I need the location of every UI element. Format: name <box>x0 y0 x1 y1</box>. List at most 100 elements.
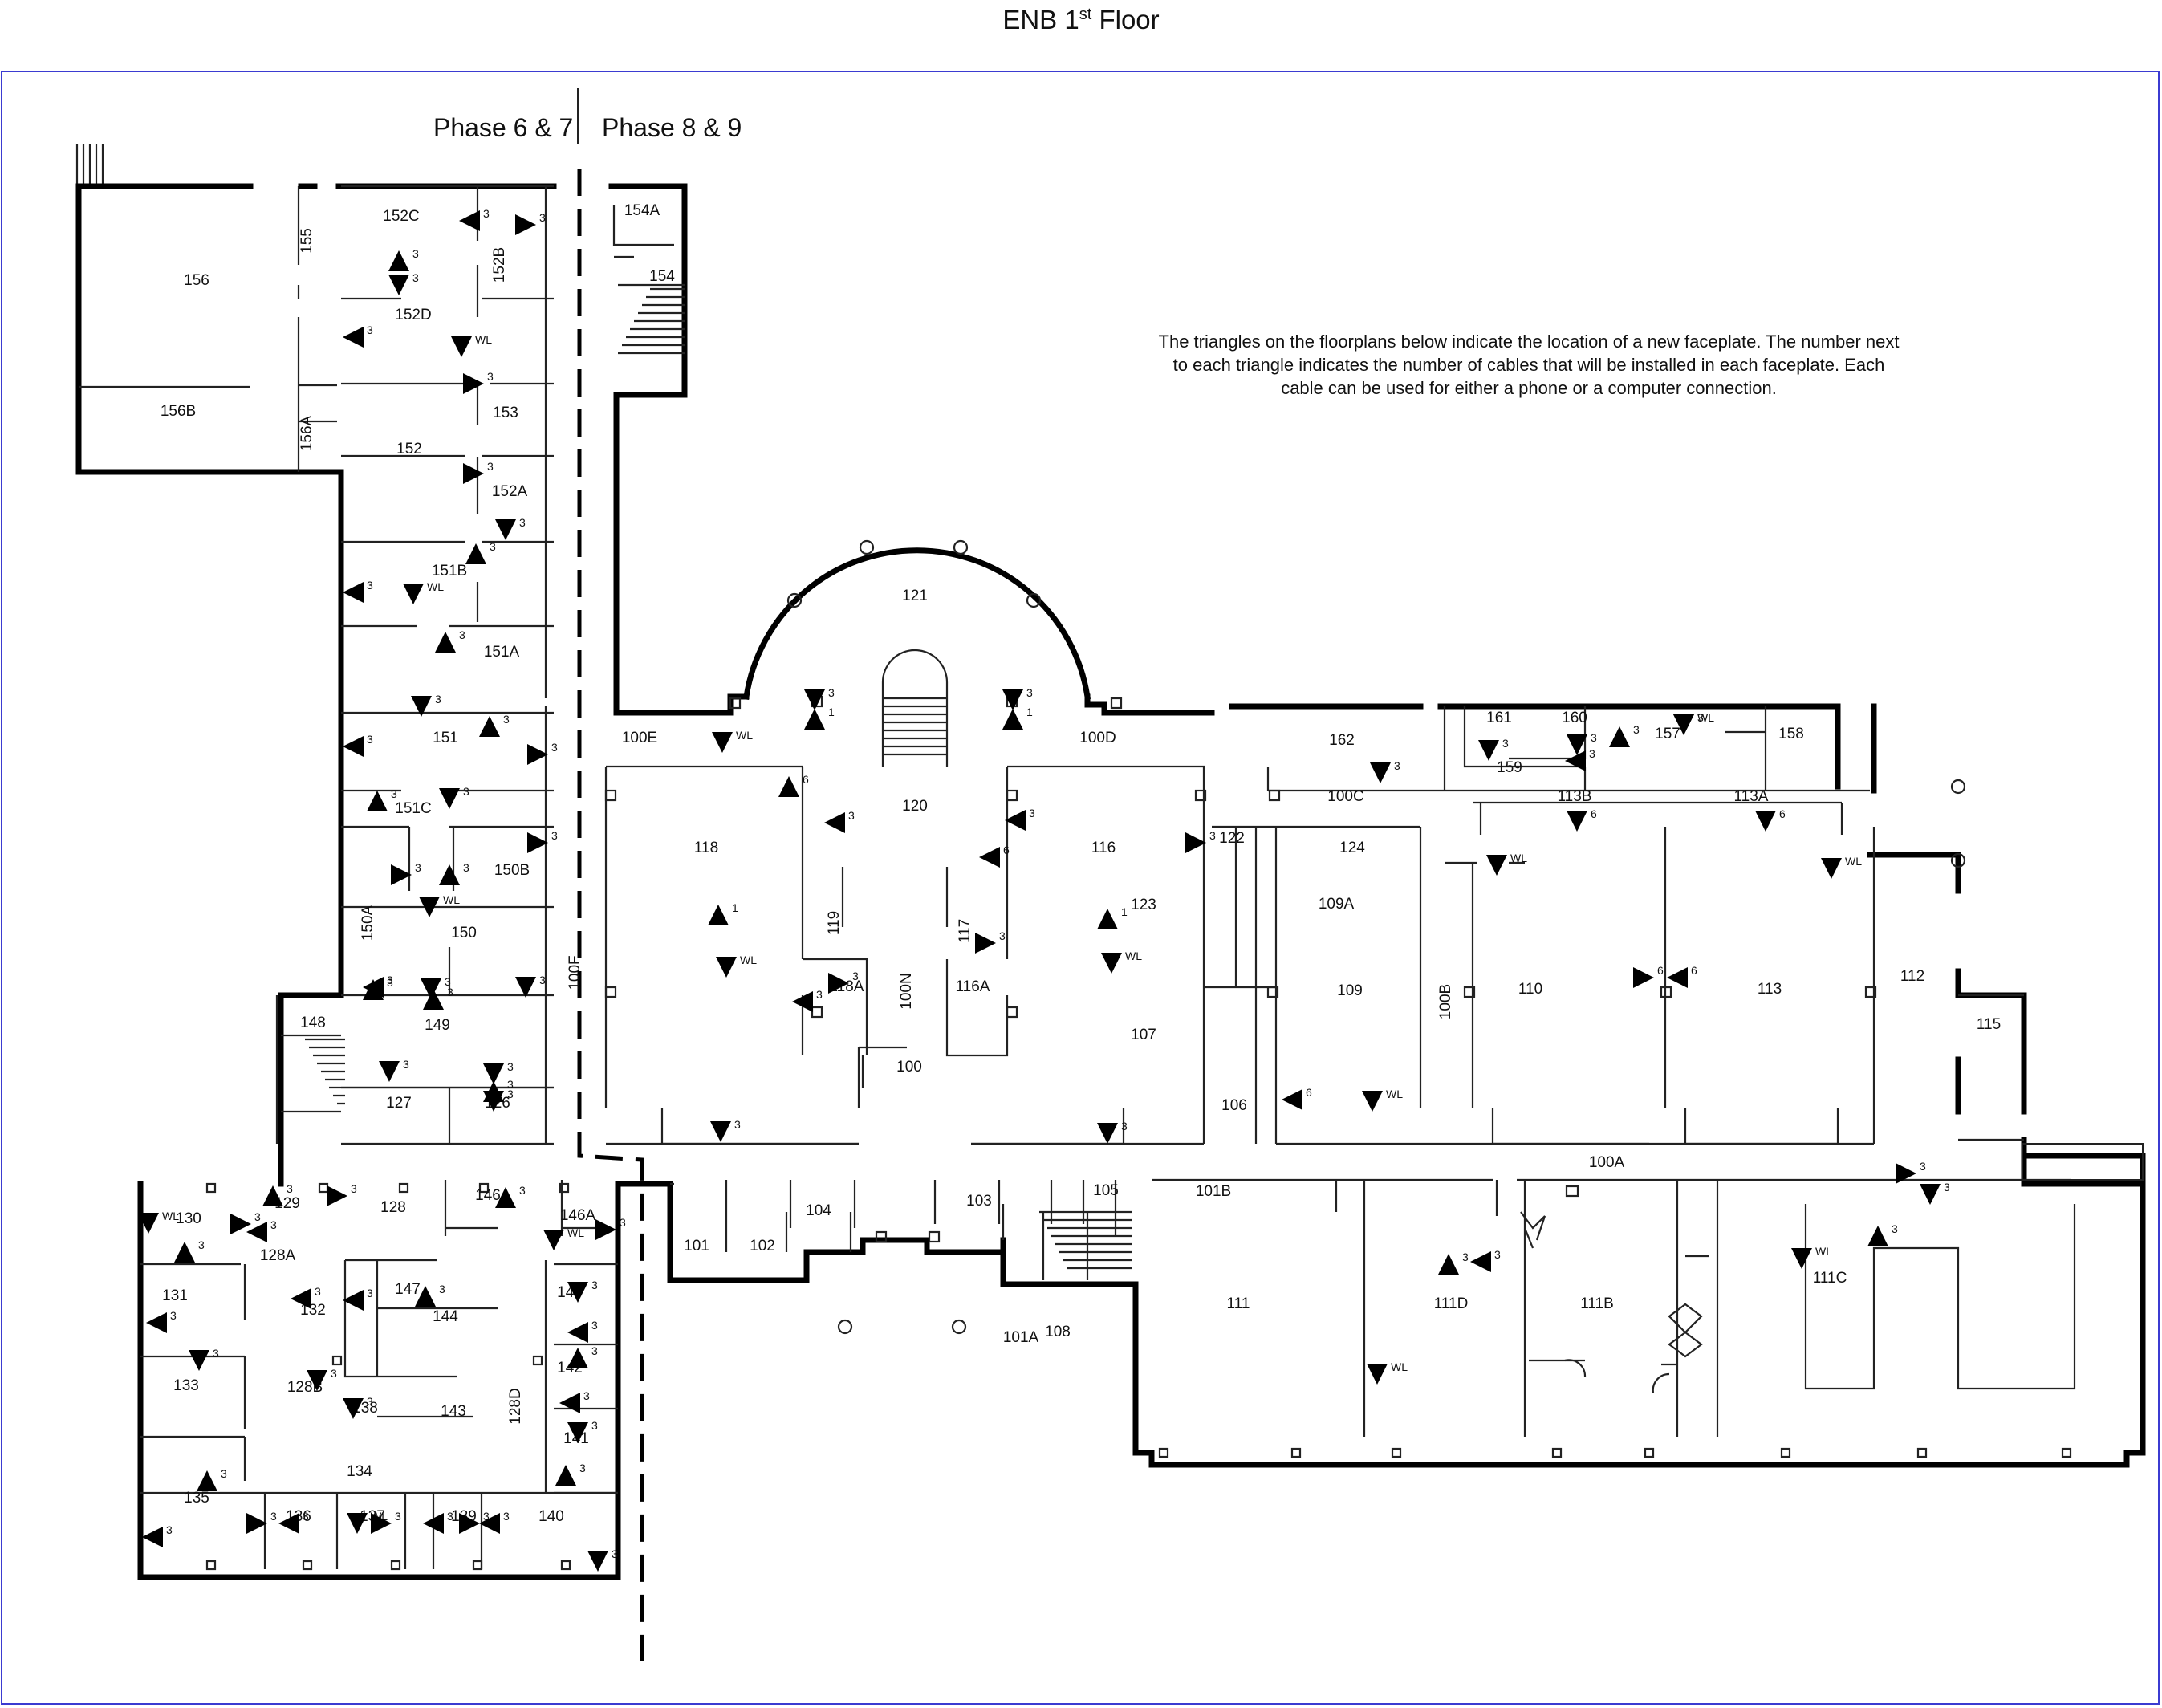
faceplate-triangle <box>1185 832 1206 853</box>
faceplate-cable-count: 3 <box>1462 1250 1469 1263</box>
faceplate-cable-count: 3 <box>198 1238 205 1251</box>
interior-walls <box>79 185 2144 1571</box>
room-label-108: 108 <box>1045 1324 1071 1340</box>
faceplate-cable-count: 3 <box>583 1389 590 1402</box>
faceplate-cable-count: WL <box>1697 711 1714 724</box>
faceplate-triangle <box>804 689 825 710</box>
room-label-100E: 100E <box>622 730 657 746</box>
faceplate-cable-count: 3 <box>270 1218 277 1231</box>
faceplate-cable-count: WL <box>1386 1088 1403 1100</box>
faceplate-triangle <box>343 1398 364 1419</box>
phase-left-label: Phase 6 & 7 <box>433 113 573 142</box>
faceplate-cable-count: 3 <box>507 1060 514 1073</box>
room-label-111: 111 <box>1227 1295 1250 1312</box>
faceplate-cable-count: 3 <box>591 1319 598 1332</box>
faceplate-cable-count: 3 <box>387 974 393 986</box>
faceplate-cable-count: 3 <box>591 1344 598 1357</box>
faceplate-cable-count: 3 <box>551 741 558 754</box>
faceplate-cable-count: 3 <box>287 1182 293 1195</box>
room-label-103: 103 <box>966 1193 992 1210</box>
room-labels: 156156B155156A152C152B152D153152152A151B… <box>161 202 2001 1525</box>
room-label-152C: 152C <box>383 208 419 225</box>
room-label-106: 106 <box>1221 1097 1247 1114</box>
room-label-100F: 100F <box>567 955 583 990</box>
faceplate-triangle <box>459 1513 480 1534</box>
room-label-101B: 101B <box>1196 1183 1231 1200</box>
faceplate-triangle <box>391 864 412 885</box>
faceplate-cable-count: 3 <box>170 1309 177 1322</box>
room-label-152A: 152A <box>492 483 528 500</box>
faceplate-cable-count: WL <box>1815 1245 1832 1258</box>
faceplate-cable-count: 3 <box>1589 747 1595 760</box>
room-label-111D: 111D <box>1434 1295 1469 1312</box>
faceplate-triangle <box>792 991 813 1012</box>
faceplate-triangle <box>174 1242 195 1263</box>
faceplate-triangle <box>778 776 799 797</box>
faceplate-triangle <box>1667 967 1688 988</box>
faceplate-cable-count: 6 <box>1306 1086 1312 1099</box>
faceplate-cable-count: WL <box>475 333 492 346</box>
room-label-111C: 111C <box>1813 1270 1847 1287</box>
room-label-149: 149 <box>425 1017 450 1034</box>
faceplate-triangle <box>146 1312 167 1333</box>
faceplate-triangle <box>595 1219 616 1240</box>
faceplate-cable-count: WL <box>736 729 753 742</box>
faceplate-triangle <box>479 716 500 737</box>
faceplate-cable-count: 3 <box>1920 1160 1926 1173</box>
faceplate-triangle <box>1002 689 1023 710</box>
faceplate-triangle <box>1470 1251 1491 1272</box>
room-label-110: 110 <box>1518 981 1542 998</box>
faceplate-triangle <box>415 1286 436 1307</box>
faceplate-triangle <box>1567 811 1587 832</box>
faceplate-cable-count: 3 <box>221 1467 227 1480</box>
faceplate-cable-count: 3 <box>1026 686 1033 699</box>
faceplate-triangle <box>479 1513 500 1534</box>
faceplate-triangle <box>291 1288 311 1309</box>
faceplate-triangle <box>1478 740 1499 761</box>
faceplate-triangle <box>1097 1123 1118 1144</box>
room-label-116: 116 <box>1091 840 1116 856</box>
faceplate-triangle <box>343 1290 364 1311</box>
room-label-135: 135 <box>184 1490 209 1507</box>
faceplate-triangle <box>527 832 548 853</box>
room-label-152D: 152D <box>395 307 431 323</box>
room-label-113A: 113A <box>1734 788 1769 805</box>
faceplate-cable-count: 3 <box>612 1547 618 1560</box>
faceplate-triangle <box>367 791 388 811</box>
room-label-117: 117 <box>957 919 973 943</box>
faceplate-triangle <box>1005 810 1026 831</box>
faceplate-cable-count: 3 <box>1944 1181 1950 1194</box>
faceplate-triangle <box>1002 709 1023 730</box>
faceplate-cable-count: 3 <box>463 861 469 874</box>
note-line-3: cable can be used for either a phone or … <box>1281 378 1777 398</box>
faceplate-triangle <box>142 1527 163 1547</box>
floor-title: ENB 1st Floor <box>1002 5 1160 35</box>
faceplate-triangle <box>1633 967 1654 988</box>
faceplate-triangle <box>465 543 486 564</box>
faceplate-cable-count: 3 <box>734 1118 741 1131</box>
faceplate-triangle <box>230 1214 251 1234</box>
room-label-151A: 151A <box>484 644 520 661</box>
faceplate-cable-count: 3 <box>852 970 859 982</box>
faceplate-cable-count: 3 <box>519 516 526 529</box>
faceplate-cable-count: 3 <box>367 323 373 336</box>
faceplate-cable-count: 1 <box>1121 905 1128 918</box>
room-label-150B: 150B <box>494 862 530 879</box>
room-label-107: 107 <box>1131 1027 1156 1043</box>
faceplate-triangle <box>716 957 737 978</box>
faceplate-cable-count: 3 <box>519 1184 526 1197</box>
room-label-147: 147 <box>395 1281 421 1298</box>
faceplate-triangle <box>708 905 729 925</box>
room-label-151B: 151B <box>432 563 467 580</box>
room-label-120: 120 <box>902 798 928 815</box>
faceplate-triangle <box>371 1513 392 1534</box>
faceplate-cable-count: WL <box>1845 855 1862 868</box>
faceplate-triangle <box>975 933 996 954</box>
faceplate-triangle <box>712 732 733 753</box>
faceplate-cable-count: 3 <box>166 1523 173 1536</box>
room-label-154A: 154A <box>624 202 660 219</box>
faceplate-cable-count: 3 <box>463 785 469 798</box>
room-label-100D: 100D <box>1079 730 1116 746</box>
faceplate-cable-count: 3 <box>579 1462 586 1474</box>
faceplate-triangle <box>435 632 456 653</box>
